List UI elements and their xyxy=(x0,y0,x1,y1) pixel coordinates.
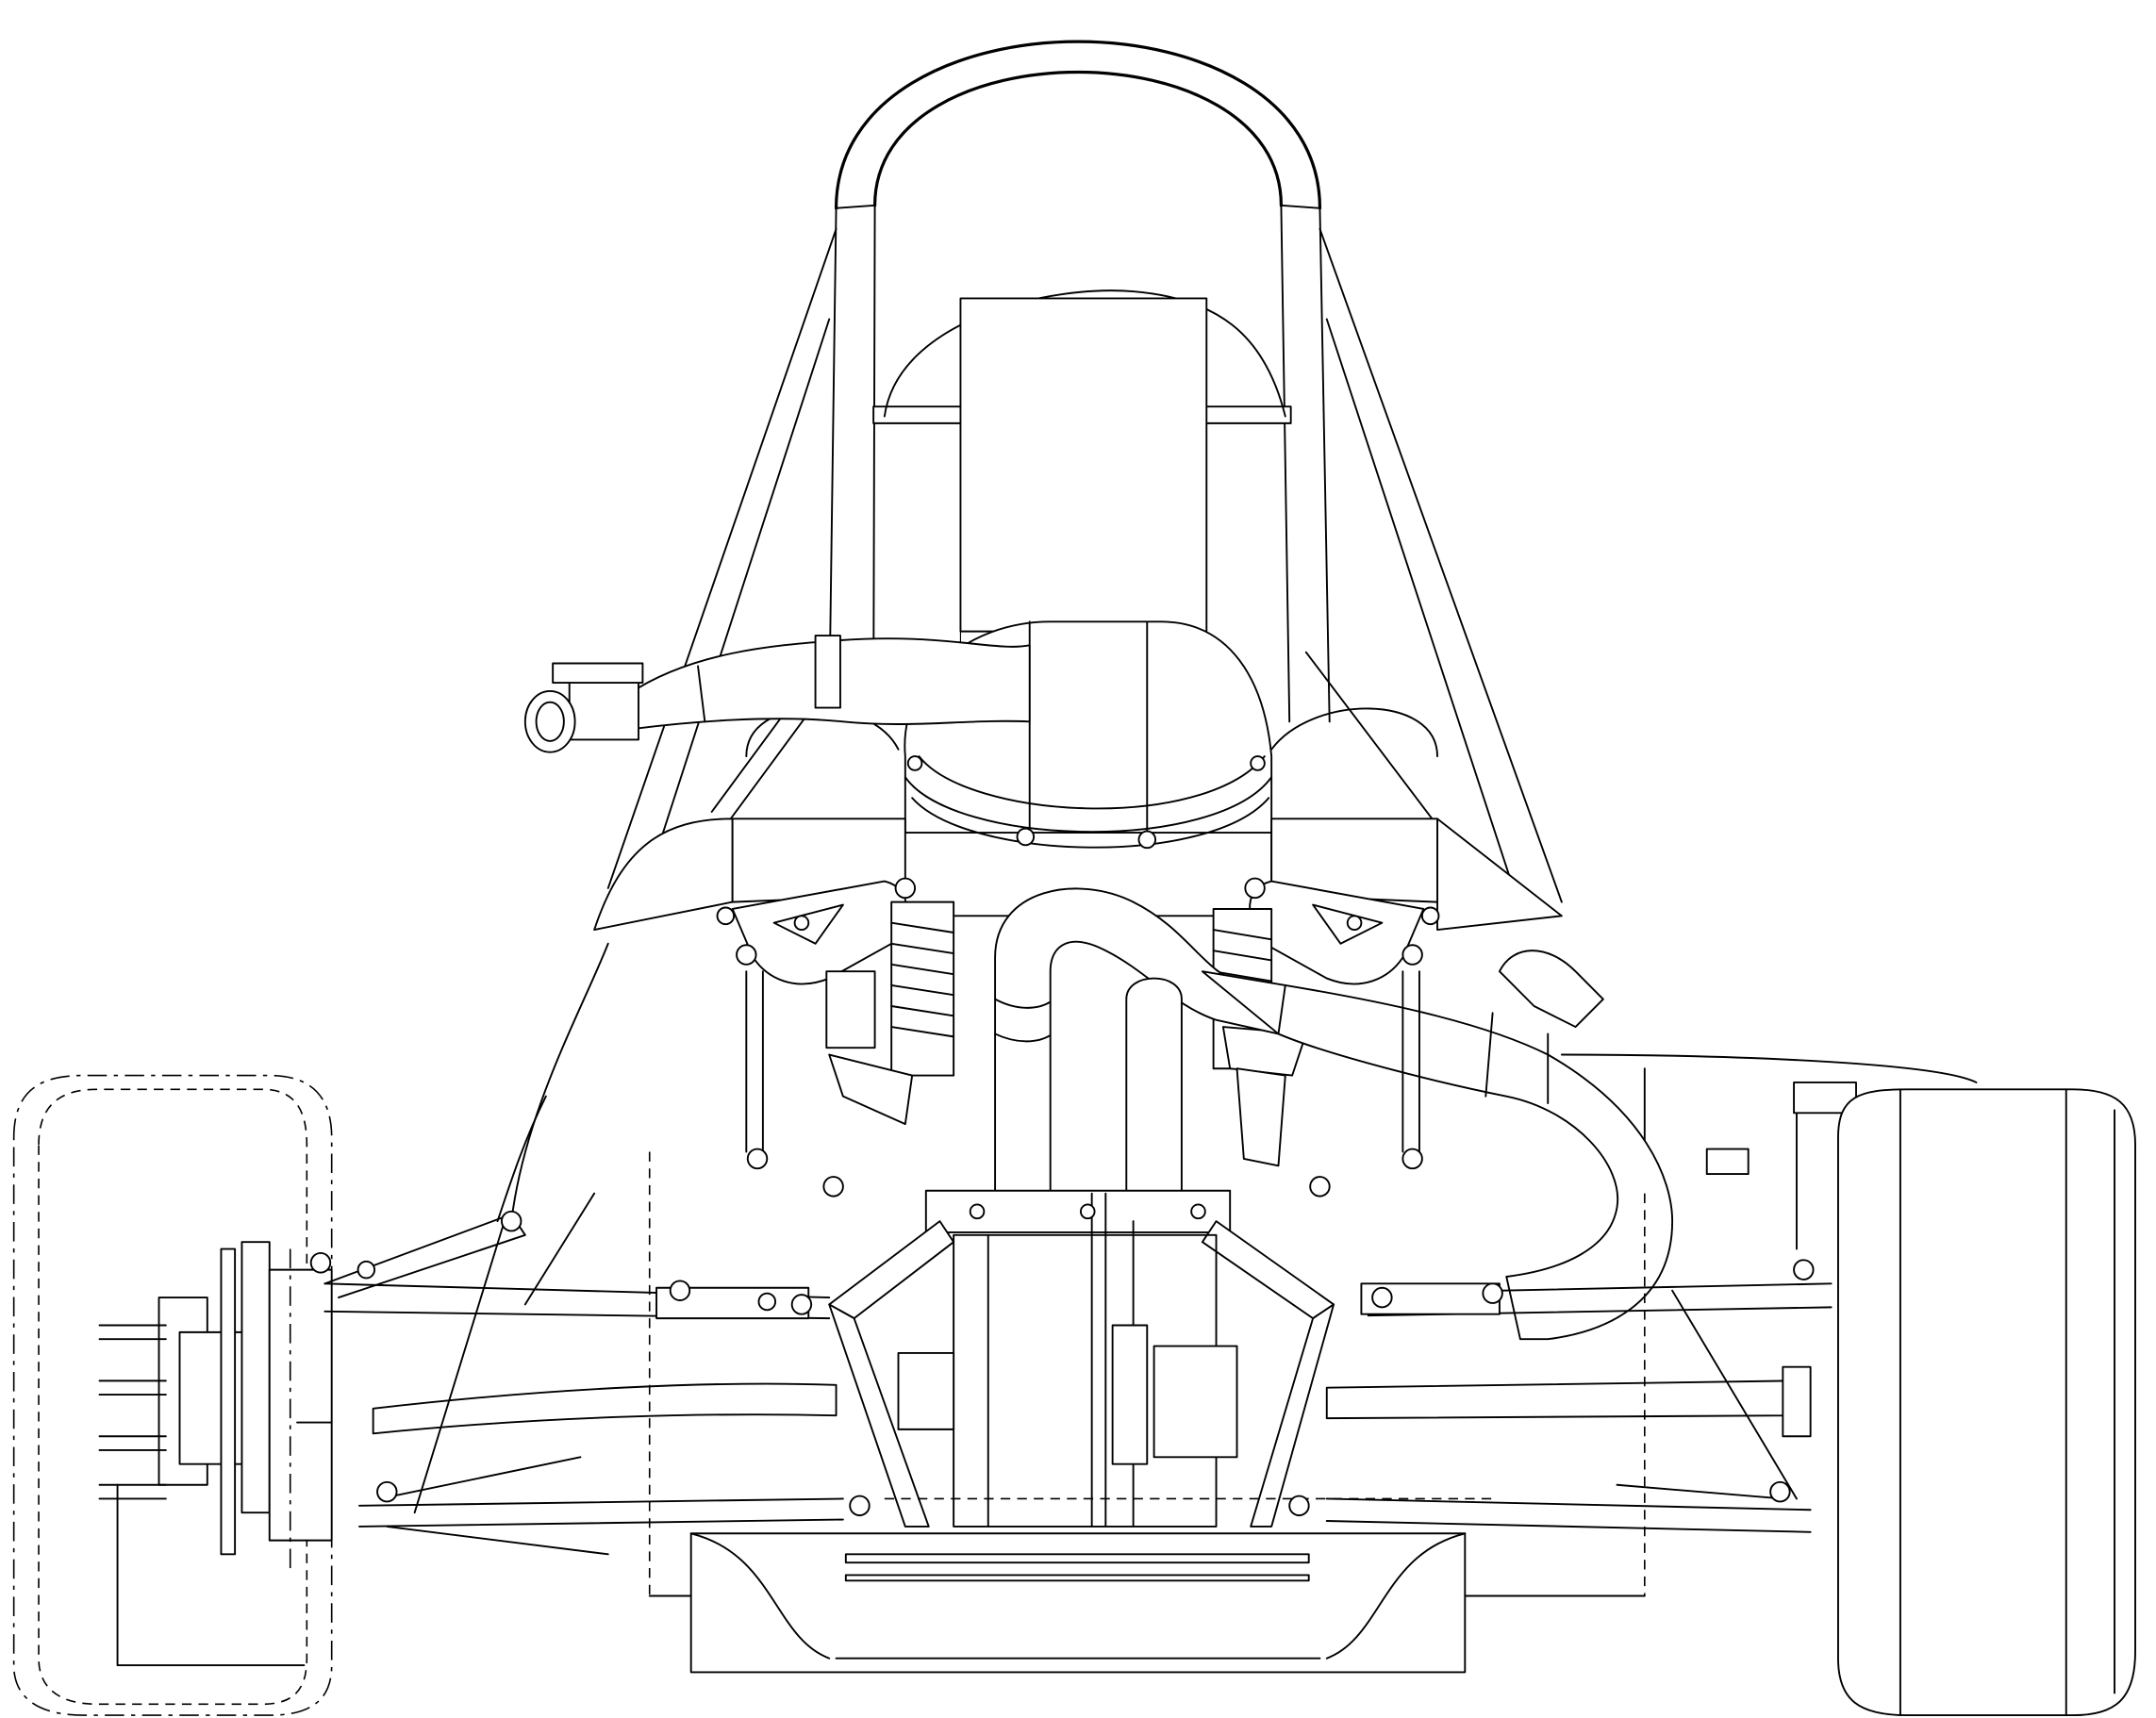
side-body-panels xyxy=(496,818,1978,1250)
right-rocker xyxy=(1244,877,1440,985)
left-coilover-damper xyxy=(825,900,955,1126)
differential-frame xyxy=(648,1151,1646,1596)
bolt-fasteners xyxy=(309,1148,1815,1517)
drive-shafts xyxy=(372,1365,1812,1438)
right-lower-wishbone xyxy=(1325,1483,1812,1533)
left-upper-wishbone xyxy=(323,1213,831,1320)
left-wheel xyxy=(12,1074,333,1716)
left-rocker xyxy=(716,877,917,985)
seat-back xyxy=(883,289,1286,722)
left-lower-wishbone xyxy=(358,1456,844,1556)
intake-tube xyxy=(523,635,1031,753)
right-wheel xyxy=(1837,1088,2136,1717)
push-rods xyxy=(413,970,1798,1514)
left-wheel-hub xyxy=(98,1241,333,1569)
rear-impact-attenuator xyxy=(648,1532,1646,1674)
exhaust-system xyxy=(994,887,1674,1341)
